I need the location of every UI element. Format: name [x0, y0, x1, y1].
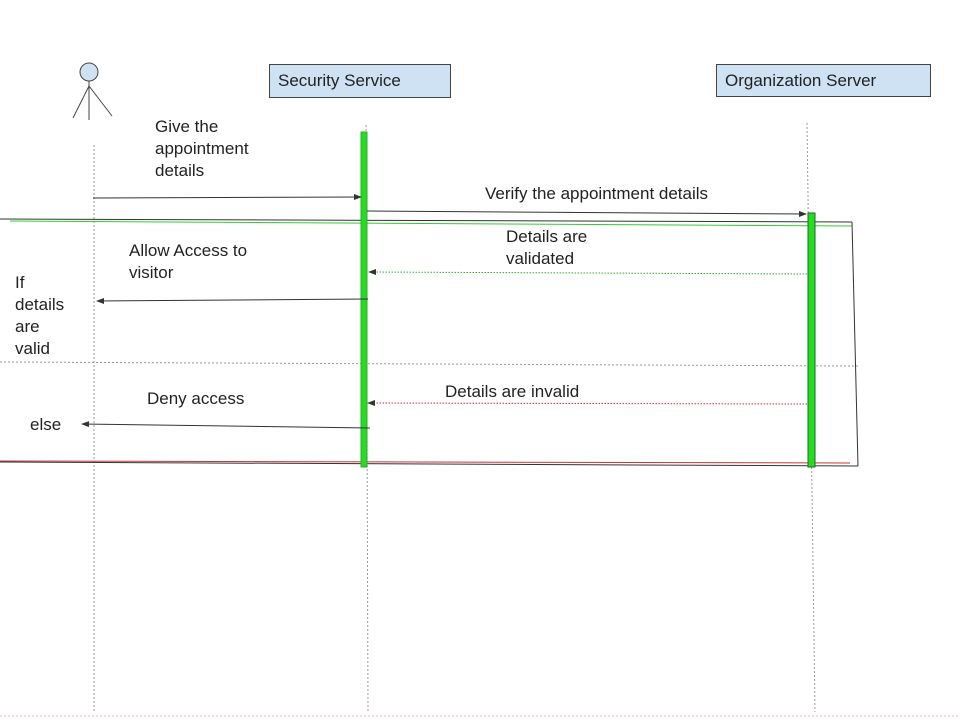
verify-details-arrow	[366, 210, 807, 217]
organization-server-activation-bar	[807, 212, 816, 468]
allow-access-label: Allow Access to visitor	[129, 241, 248, 282]
give-details-label: Give the appointment details	[155, 117, 249, 180]
details-validated-arrow	[368, 269, 808, 276]
details-invalid-label: Details are invalid	[445, 382, 580, 401]
deny-access-label: Deny access	[147, 389, 245, 408]
alt-divider	[0, 361, 859, 367]
details-validated-label: Details are validated	[506, 227, 588, 268]
else-condition-label: else	[30, 415, 62, 434]
organization-server-box: Organization Server	[716, 64, 931, 97]
give-details-arrow	[92, 194, 362, 201]
allow-access-arrow	[96, 297, 369, 304]
if-condition-label: If details are valid	[15, 273, 65, 358]
deny-access-arrow	[81, 421, 371, 429]
verify-details-label: Verify the appointment details	[485, 184, 709, 203]
details-invalid-arrow	[367, 400, 808, 407]
visitor-actor-icon	[72, 62, 113, 120]
alt-fragment-frame	[0, 218, 859, 467]
security-service-box: Security Service	[269, 64, 451, 98]
